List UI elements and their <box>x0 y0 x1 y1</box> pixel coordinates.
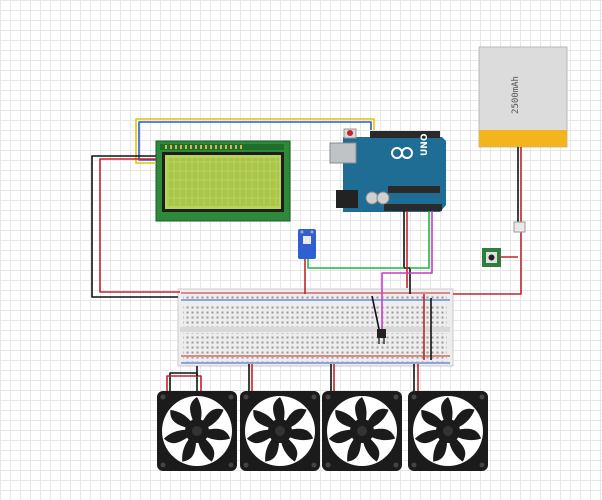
fan-1 <box>157 391 237 471</box>
fan-3 <box>322 391 402 471</box>
power-jack <box>336 190 358 208</box>
fan-2 <box>240 391 320 471</box>
push-button <box>482 248 501 267</box>
fan-array <box>157 391 488 471</box>
lcd-display <box>155 140 291 222</box>
arduino-logo-icon <box>391 147 413 159</box>
breadboard <box>177 288 454 367</box>
analog-header <box>384 204 442 211</box>
chip <box>388 186 440 193</box>
arduino-uno: UNO <box>329 128 446 212</box>
usb-port <box>329 142 357 164</box>
wires <box>91 118 522 392</box>
arduino-logo-text: UNO <box>420 133 430 156</box>
fan-4 <box>408 391 488 471</box>
battery-connector <box>513 221 526 233</box>
transistor <box>377 329 386 338</box>
battery-capacity-label: 2500mAh <box>511 76 521 114</box>
battery: 2500mAh <box>478 46 568 148</box>
temperature-sensor-module <box>298 229 316 259</box>
digital-header <box>370 131 440 138</box>
